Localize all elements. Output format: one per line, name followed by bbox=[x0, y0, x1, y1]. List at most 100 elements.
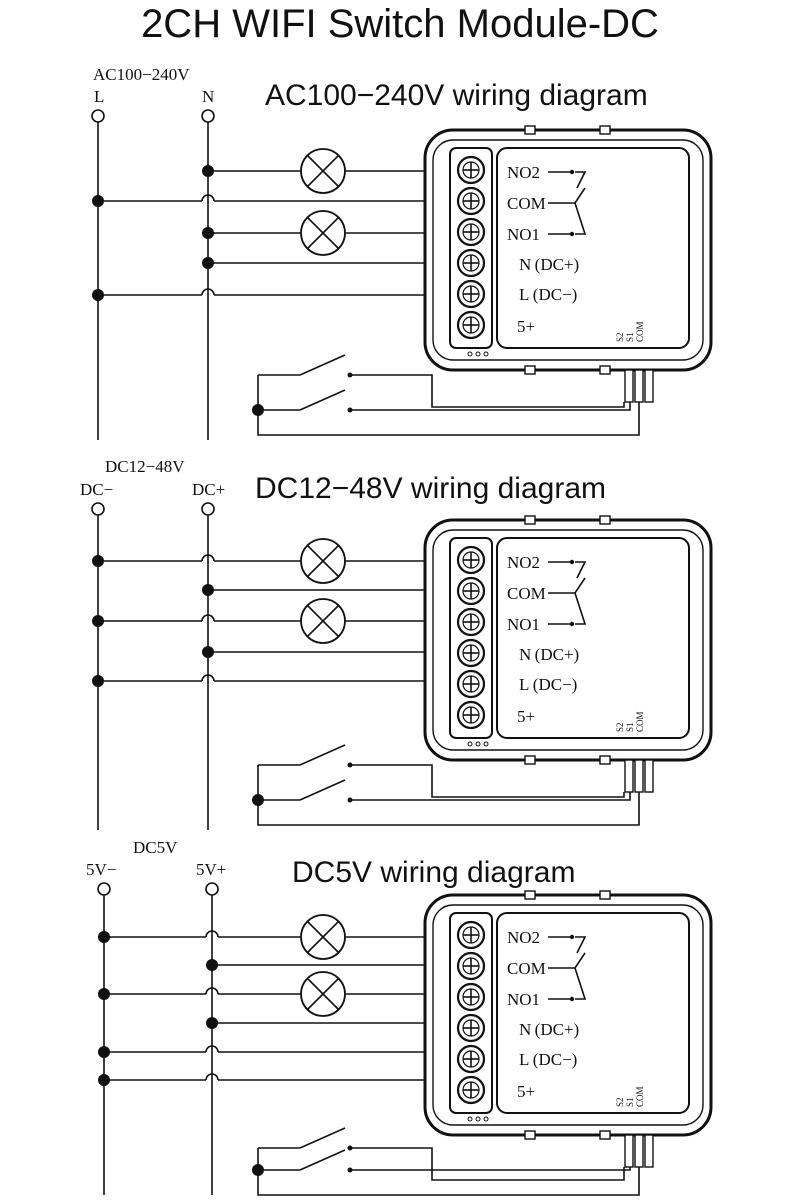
switch-lever bbox=[299, 744, 346, 766]
wire-crossover bbox=[205, 1073, 219, 1081]
switch-lever bbox=[299, 1149, 346, 1171]
module-label-l: L (DC−) bbox=[519, 285, 577, 304]
wire-crossover bbox=[201, 614, 215, 622]
relay-contact bbox=[548, 592, 587, 625]
indicator-led bbox=[475, 351, 481, 357]
right-terminal-label: DC+ bbox=[192, 480, 225, 499]
mounting-tab bbox=[524, 515, 536, 525]
switch-lever bbox=[299, 354, 346, 376]
left-terminal-label: L bbox=[94, 87, 104, 106]
connector-lead bbox=[634, 369, 644, 403]
wire-crossover bbox=[201, 288, 215, 296]
wire-crossover bbox=[205, 987, 219, 995]
lamp-icon bbox=[300, 914, 346, 960]
relay-contact bbox=[548, 171, 587, 189]
switch-com-wire bbox=[257, 1148, 640, 1196]
module-label-5plus: 5+ bbox=[517, 317, 535, 336]
lamp-icon bbox=[300, 598, 346, 644]
supply-terminal-left bbox=[91, 502, 105, 516]
connector-lead bbox=[644, 759, 654, 793]
contact-dot bbox=[569, 559, 575, 565]
lamp-cross bbox=[307, 217, 339, 249]
mounting-tab bbox=[524, 1130, 536, 1140]
module-label-no2: NO2 bbox=[507, 928, 540, 947]
mounting-tab bbox=[599, 890, 611, 900]
relay-contact bbox=[548, 202, 587, 235]
mounting-tab bbox=[599, 755, 611, 765]
supply-terminal-left bbox=[91, 109, 105, 123]
module-label-no2: NO2 bbox=[507, 553, 540, 572]
supply-terminal-right bbox=[201, 109, 215, 123]
supply-label: DC12−48V bbox=[105, 457, 185, 476]
connector-lead bbox=[624, 1134, 634, 1168]
left-terminal-label: 5V− bbox=[86, 860, 116, 879]
supply-terminal-right bbox=[205, 882, 219, 896]
supply-terminal-right bbox=[201, 502, 215, 516]
module-inner-outline bbox=[432, 904, 704, 1126]
label-panel bbox=[496, 147, 690, 349]
wire-crossover bbox=[205, 930, 219, 938]
diagram-heading: DC12−48V wiring diagram bbox=[255, 472, 606, 505]
module-label-s1: S1 bbox=[625, 332, 635, 342]
module-label-com: COM bbox=[507, 959, 546, 978]
page-title: 2CH WIFI Switch Module-DC bbox=[141, 2, 659, 46]
diagram-heading: DC5V wiring diagram bbox=[292, 856, 575, 889]
left-terminal-label: DC− bbox=[80, 480, 113, 499]
module-label-s1: S1 bbox=[625, 722, 635, 732]
relay-contact bbox=[548, 936, 587, 954]
module-label-no1: NO1 bbox=[507, 225, 540, 244]
switch-s2-wire bbox=[350, 764, 625, 798]
switch-lever bbox=[299, 389, 346, 411]
lamp-cross bbox=[307, 155, 339, 187]
module-label-l: L (DC−) bbox=[519, 1050, 577, 1069]
indicator-led bbox=[467, 351, 473, 357]
module-label-l: L (DC−) bbox=[519, 675, 577, 694]
lamp-icon bbox=[300, 148, 346, 194]
contact-dot bbox=[569, 231, 575, 237]
module-label-no1: NO1 bbox=[507, 615, 540, 634]
contact-dot bbox=[569, 621, 575, 627]
mounting-tab bbox=[524, 755, 536, 765]
module-label-no2: NO2 bbox=[507, 163, 540, 182]
mounting-tab bbox=[524, 125, 536, 135]
module-label-n: N (DC+) bbox=[519, 255, 579, 274]
lamp-cross bbox=[307, 605, 339, 637]
lamp-cross bbox=[307, 978, 339, 1010]
indicator-led bbox=[467, 1116, 473, 1122]
indicator-led bbox=[483, 351, 489, 357]
right-terminal-label: 5V+ bbox=[196, 860, 226, 879]
connector-lead bbox=[624, 759, 634, 793]
mounting-tab bbox=[599, 515, 611, 525]
module-label-s2: S2 bbox=[615, 1097, 625, 1107]
indicator-led bbox=[483, 1116, 489, 1122]
supply-terminal-left bbox=[97, 882, 111, 896]
connector-lead bbox=[624, 369, 634, 403]
contact-dot bbox=[569, 996, 575, 1002]
module-label-no1: NO1 bbox=[507, 990, 540, 1009]
lamp-icon bbox=[300, 538, 346, 584]
module-inner-outline bbox=[432, 529, 704, 751]
mounting-tab bbox=[524, 365, 536, 375]
switch-s2-wire bbox=[350, 374, 625, 408]
module-label-s2: S2 bbox=[615, 722, 625, 732]
indicator-led bbox=[475, 741, 481, 747]
indicator-led bbox=[475, 1116, 481, 1122]
switch-s1-wire bbox=[350, 1167, 631, 1171]
switch-s1-wire bbox=[350, 792, 631, 801]
module-label-com: COM bbox=[507, 194, 546, 213]
mounting-tab bbox=[599, 1130, 611, 1140]
module-label-5plus: 5+ bbox=[517, 707, 535, 726]
switch-s1-wire bbox=[350, 402, 631, 411]
wiring-section-2: DC12−48V wiring diagram DC12−48V DC− DC+ NO2… bbox=[80, 457, 713, 830]
module-label-s2: S2 bbox=[615, 332, 625, 342]
module-label-5plus: 5+ bbox=[517, 1082, 535, 1101]
contact-dot bbox=[569, 934, 575, 940]
supply-label: AC100−240V bbox=[93, 65, 190, 84]
connector-lead bbox=[634, 1134, 644, 1168]
indicator-led bbox=[467, 741, 473, 747]
